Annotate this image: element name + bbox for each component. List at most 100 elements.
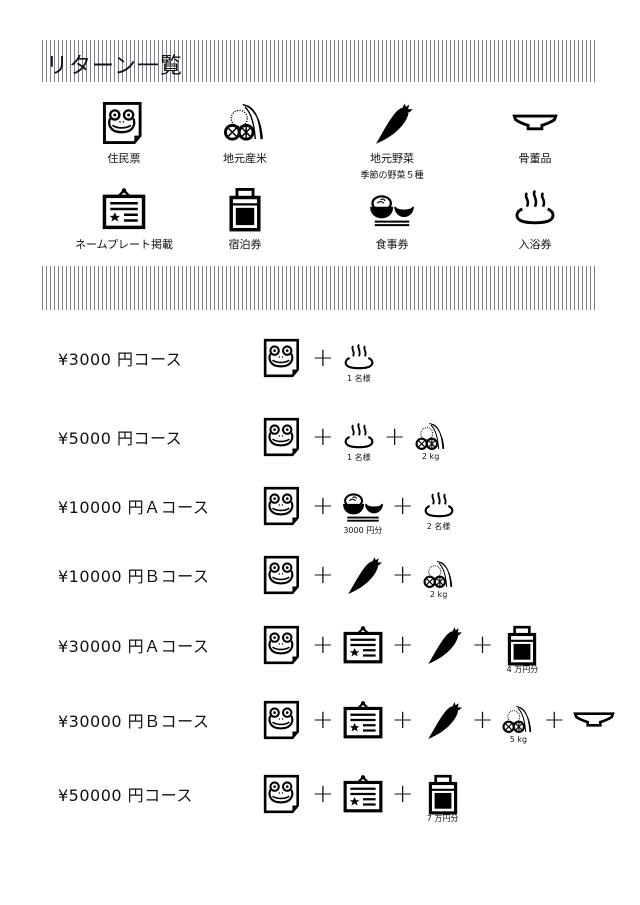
course-item: 1 名様: [342, 420, 376, 462]
course-item: [422, 624, 464, 666]
item-caption: 2 kg: [429, 590, 448, 599]
course-items: + +2 kg: [262, 545, 456, 605]
legend-item: ネームプレート掲載: [64, 186, 184, 252]
legend-label: ネームプレート掲載: [74, 238, 173, 251]
hot-spring-icon: [422, 489, 456, 523]
frog-resident-card-icon: [262, 485, 304, 527]
antique-plate-icon: [512, 100, 558, 146]
course-name: ¥30000 円Ｂコース: [58, 712, 210, 731]
legend-item: 住民票: [64, 100, 184, 166]
lodging-ticket-icon: [501, 624, 543, 666]
course-name: ¥5000 円コース: [58, 429, 183, 448]
plus-sign: +: [312, 779, 334, 809]
course-item: [422, 699, 464, 741]
meal-ticket-icon: [369, 186, 415, 232]
item-caption: 1 名様: [346, 453, 371, 462]
name-plate-icon: [342, 624, 384, 666]
page-title: リターン一覧: [46, 54, 183, 79]
plus-sign: +: [391, 779, 414, 809]
carrot-icon: [422, 699, 464, 741]
course-item: 1 名様: [342, 341, 376, 383]
hot-spring-icon: [342, 420, 376, 454]
frog-resident-card-icon: [262, 773, 304, 815]
course-name: ¥3000 円コース: [58, 350, 183, 369]
item-caption: 4 万円分: [506, 665, 539, 674]
plus-sign: +: [383, 422, 406, 452]
course-item: 4 万円分: [501, 624, 543, 674]
course-item: [342, 554, 384, 596]
course-item: [262, 699, 304, 741]
course-item: [342, 773, 384, 815]
carrot-icon: [369, 100, 415, 146]
legend-item: 食事券: [332, 186, 452, 252]
rice-icon: [414, 420, 448, 454]
course-item: [262, 773, 304, 815]
plus-sign: +: [471, 705, 494, 735]
plus-sign: +: [312, 630, 334, 660]
rice-icon: [222, 100, 268, 146]
item-caption: 7 万円分: [426, 814, 459, 823]
course-items: +++5 kg+: [262, 690, 615, 750]
frog-resident-card-icon: [262, 624, 304, 666]
course-item: 3000 円分: [342, 485, 384, 535]
item-caption: 2 名様: [426, 522, 451, 531]
legend-sublabel: 季節の野菜５種: [360, 171, 424, 181]
course-item: [342, 699, 384, 741]
plus-sign: +: [391, 491, 414, 521]
course-item: [262, 337, 304, 379]
course-items: +1 名様: [262, 328, 376, 388]
name-plate-icon: [342, 699, 384, 741]
frog-resident-card-icon: [262, 416, 304, 458]
course-row: ¥10000 円Ａコース+3000 円分+2 名様: [0, 476, 640, 536]
rice-icon: [501, 703, 535, 737]
lodging-ticket-icon: [422, 773, 464, 815]
hot-spring-icon: [342, 341, 376, 375]
course-row: ¥30000 円Ａコース+++4 万円分: [0, 615, 640, 675]
plus-sign: +: [312, 560, 334, 590]
frog-resident-card-icon: [101, 100, 147, 146]
course-name: ¥10000 円Ｂコース: [58, 567, 210, 586]
legend-label: 地元野菜: [370, 152, 414, 165]
course-items: +1 名様+2 kg: [262, 407, 448, 467]
course-row: ¥5000 円コース+1 名様+2 kg: [0, 407, 640, 467]
course-item: [342, 624, 384, 666]
course-row: ¥3000 円コース +1 名様: [0, 328, 640, 388]
course-item: 2 kg: [414, 420, 448, 461]
legend-item: 地元産米: [185, 100, 305, 166]
legend-label: 骨董品: [518, 152, 552, 165]
course-item: 2 名様: [422, 489, 456, 531]
plus-sign: +: [391, 630, 414, 660]
plus-sign: +: [391, 560, 414, 590]
header-band: [42, 40, 598, 82]
legend-label: 宿泊券: [228, 238, 262, 251]
hot-spring-icon: [512, 186, 558, 232]
frog-resident-card-icon: [262, 554, 304, 596]
plus-sign: +: [312, 705, 334, 735]
course-items: +++4 万円分: [262, 615, 543, 675]
course-row: ¥10000 円Ｂコース + +2 kg: [0, 545, 640, 605]
course-row: ¥50000 円コース + +7 万円分: [0, 764, 640, 824]
item-caption: 3000 円分: [343, 526, 383, 535]
course-row: ¥30000 円Ｂコース+++5 kg+: [0, 690, 640, 750]
frog-resident-card-icon: [262, 699, 304, 741]
item-caption: 2 kg: [421, 452, 440, 461]
item-caption: 1 名様: [346, 374, 371, 383]
course-item: [262, 485, 304, 527]
meal-ticket-icon: [342, 485, 384, 527]
course-item: 2 kg: [422, 558, 456, 599]
item-caption: 5 kg: [509, 735, 528, 744]
antique-plate-icon: [573, 699, 615, 741]
legend-item: 地元野菜季節の野菜５種: [332, 100, 452, 181]
course-item: 5 kg: [501, 703, 535, 744]
plus-sign: +: [312, 343, 334, 373]
course-items: + +7 万円分: [262, 764, 464, 824]
legend-label: 入浴券: [518, 238, 552, 251]
course-name: ¥50000 円コース: [58, 786, 193, 805]
name-plate-icon: [342, 773, 384, 815]
name-plate-icon: [101, 186, 147, 232]
plus-sign: +: [312, 491, 334, 521]
carrot-icon: [342, 554, 384, 596]
course-item: [262, 554, 304, 596]
frog-resident-card-icon: [262, 337, 304, 379]
plus-sign: +: [543, 705, 566, 735]
